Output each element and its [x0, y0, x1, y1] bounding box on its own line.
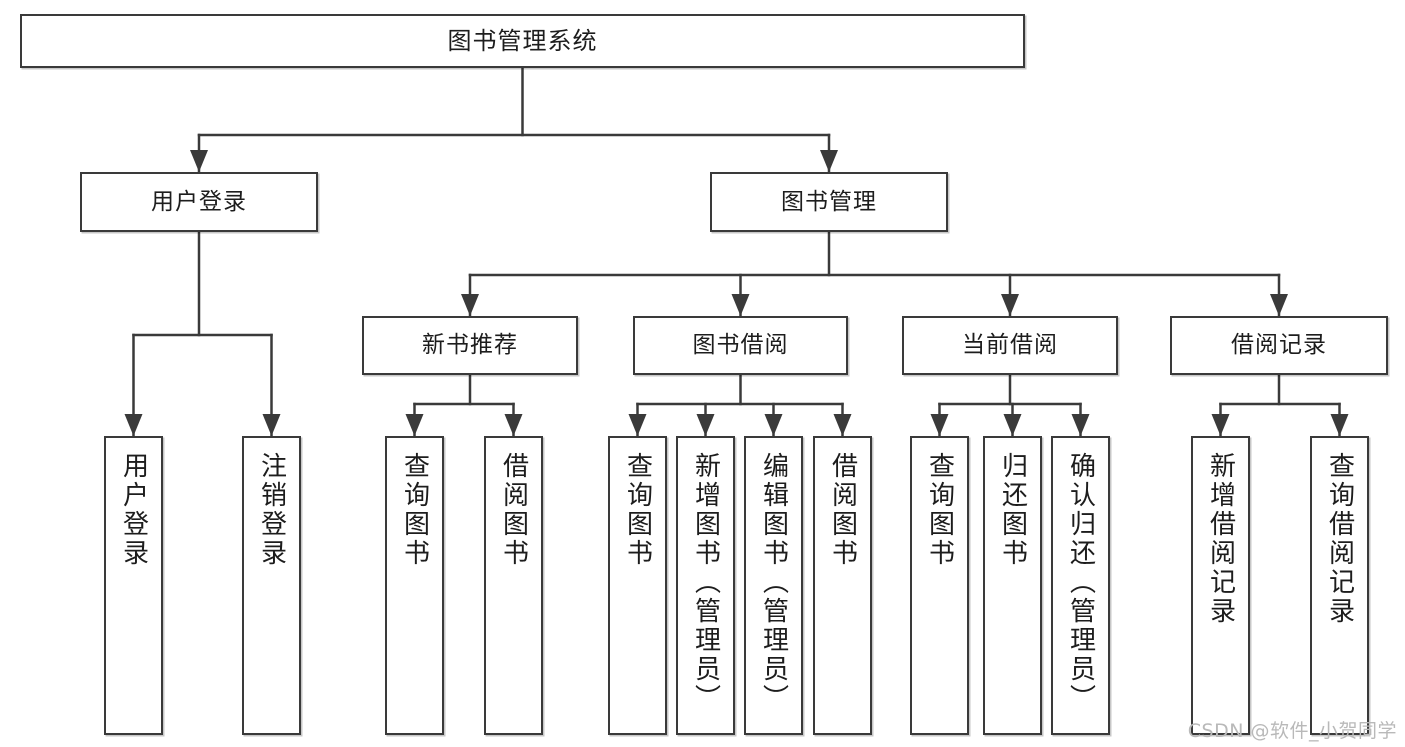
node-label: 编辑图书（管理员） [758, 452, 789, 713]
arrowhead [820, 150, 838, 172]
arrowhead [1330, 414, 1349, 436]
node-l5[interactable]: 查询图书 [608, 436, 667, 735]
arrowhead [696, 414, 715, 436]
node-label: 查询图书 [622, 452, 653, 568]
node-l10[interactable]: 归还图书 [983, 436, 1042, 735]
node-label: 新书推荐 [422, 332, 518, 359]
arrowhead [504, 414, 523, 436]
watermark: CSDN @软件_小贺同学 [1187, 720, 1397, 742]
node-l4[interactable]: 借阅图书 [484, 436, 543, 735]
node-label: 用户登录 [151, 188, 247, 215]
node-label: 归还图书 [997, 452, 1028, 568]
node-label: 图书管理系统 [447, 27, 598, 55]
node-l3[interactable]: 查询图书 [385, 436, 444, 735]
node-l2[interactable]: 注销登录 [242, 436, 301, 735]
node-label: 查询图书 [924, 452, 955, 568]
node-label: 查询借阅记录 [1324, 452, 1355, 626]
node-label: 当前借阅 [962, 332, 1058, 359]
node-label: 查询图书 [399, 452, 430, 568]
node-bookmgmt[interactable]: 图书管理 [710, 172, 948, 232]
arrowhead [190, 150, 208, 172]
node-l12[interactable]: 新增借阅记录 [1191, 436, 1250, 735]
arrowhead [731, 294, 750, 316]
node-l9[interactable]: 查询图书 [910, 436, 969, 735]
arrowhead [628, 414, 647, 436]
node-root[interactable]: 图书管理系统 [20, 14, 1025, 68]
node-l11[interactable]: 确认归还（管理员） [1051, 436, 1110, 735]
arrowhead [1211, 414, 1230, 436]
node-login[interactable]: 用户登录 [80, 172, 318, 232]
arrowhead [833, 414, 852, 436]
node-l6[interactable]: 新增图书（管理员） [676, 436, 735, 735]
node-label: 借阅记录 [1231, 332, 1327, 359]
arrowhead [930, 414, 949, 436]
node-newbook[interactable]: 新书推荐 [362, 316, 578, 375]
node-label: 确认归还（管理员） [1065, 452, 1096, 713]
node-l8[interactable]: 借阅图书 [813, 436, 872, 735]
arrowhead [1071, 414, 1090, 436]
arrowhead [262, 414, 281, 436]
node-current[interactable]: 当前借阅 [902, 316, 1118, 375]
arrowhead [764, 414, 783, 436]
node-l13[interactable]: 查询借阅记录 [1310, 436, 1369, 735]
node-label: 新增图书（管理员） [690, 452, 721, 713]
node-label: 用户登录 [118, 452, 149, 568]
node-l1[interactable]: 用户登录 [104, 436, 163, 735]
arrowhead [124, 414, 143, 436]
node-label: 图书借阅 [692, 332, 789, 359]
node-l7[interactable]: 编辑图书（管理员） [744, 436, 803, 735]
node-label: 新增借阅记录 [1205, 452, 1236, 626]
arrowhead [1003, 414, 1022, 436]
arrowhead [405, 414, 424, 436]
node-label: 注销登录 [256, 452, 287, 568]
arrowhead [1001, 294, 1019, 316]
node-label: 借阅图书 [498, 452, 529, 568]
arrowhead [1270, 294, 1288, 316]
node-borrow[interactable]: 图书借阅 [633, 316, 848, 375]
node-record[interactable]: 借阅记录 [1170, 316, 1388, 375]
node-label: 借阅图书 [827, 452, 858, 568]
node-label: 图书管理 [781, 188, 877, 215]
arrowhead [461, 294, 479, 316]
